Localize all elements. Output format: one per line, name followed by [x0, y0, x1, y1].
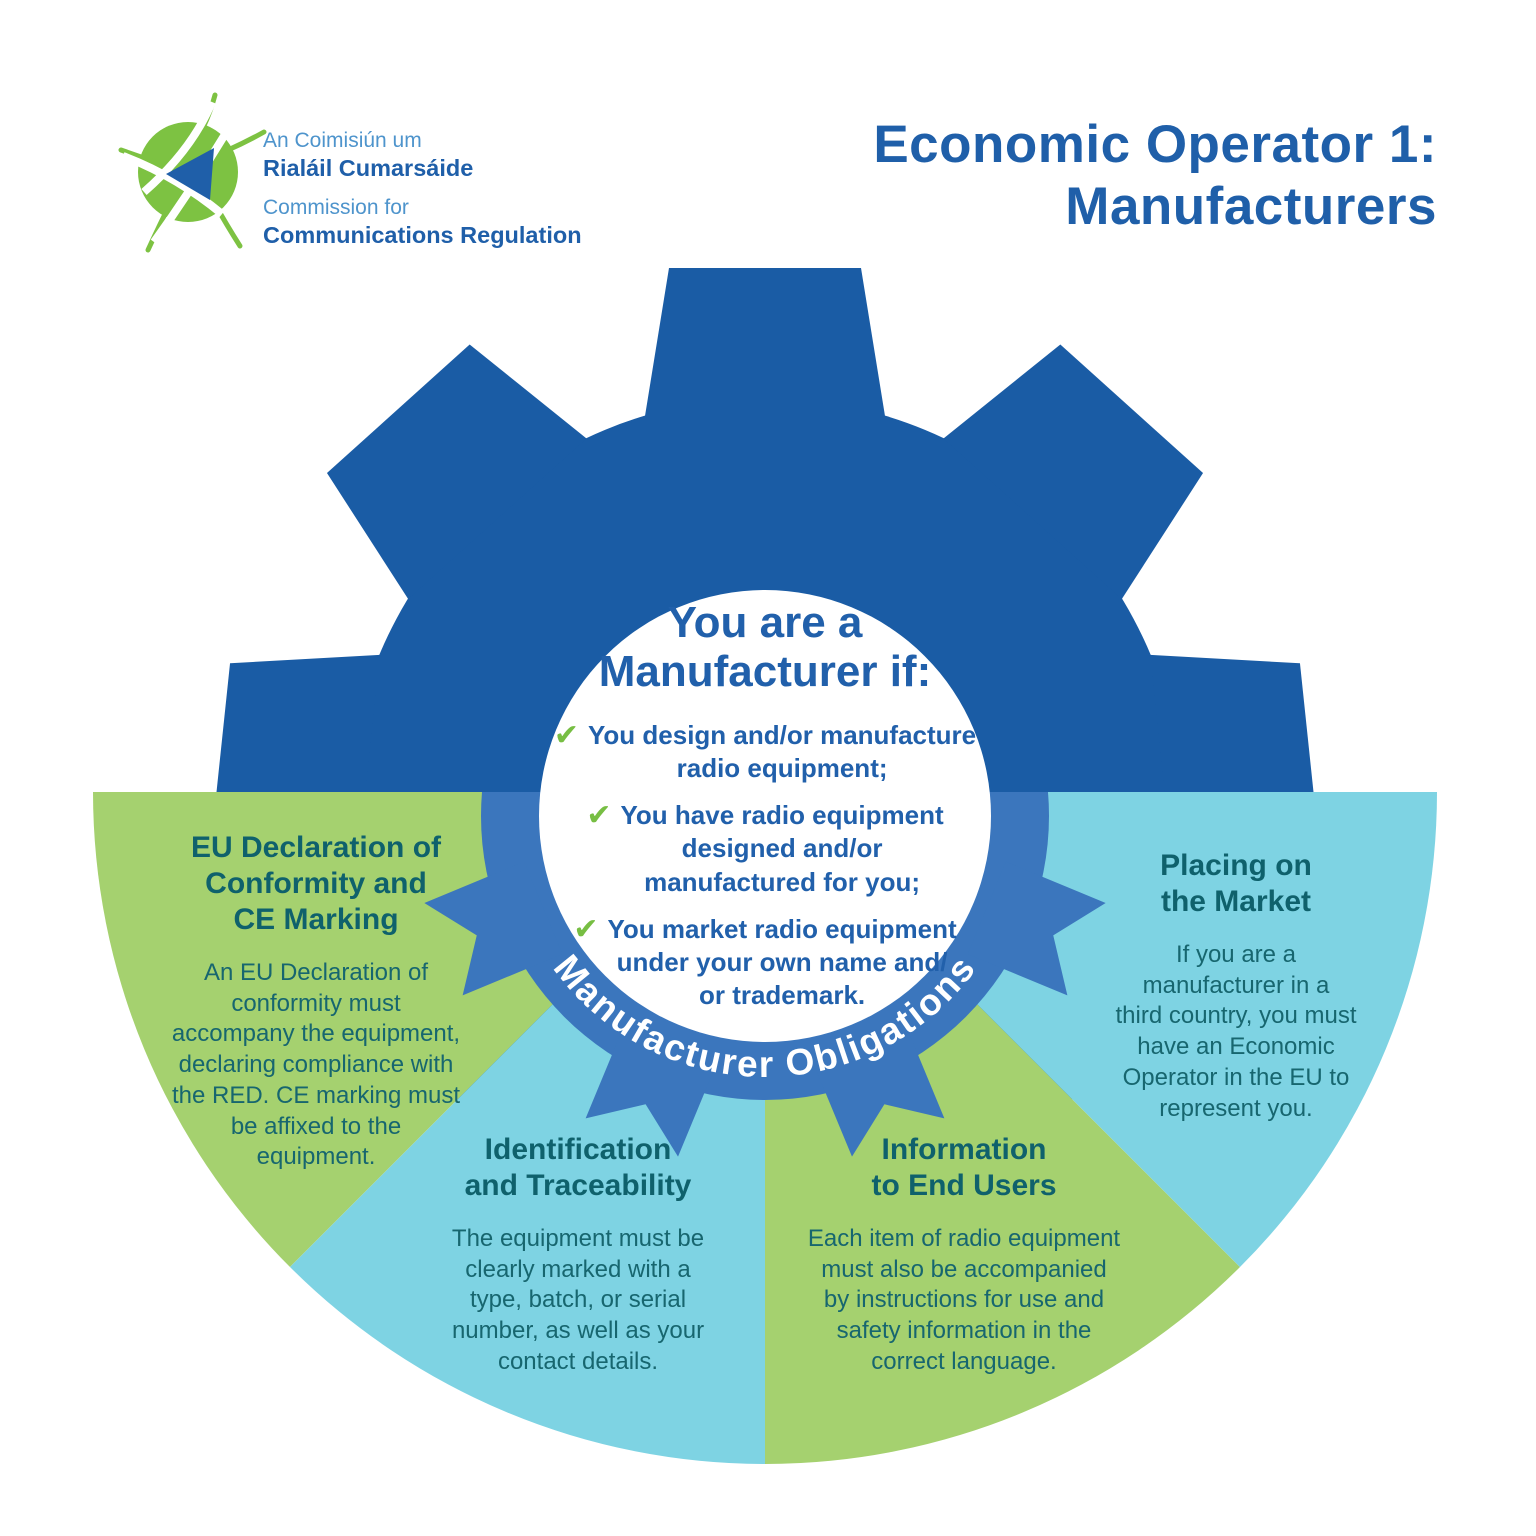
ring-pointer-icon: [810, 1018, 945, 1157]
segment-information: Information to End Users Each item of ra…: [790, 1132, 1138, 1378]
logo-triangle: [166, 148, 214, 200]
center-circle: [539, 590, 991, 1042]
check-icon: ✔: [586, 798, 612, 834]
list-item: ✔ You have radio equipment designed and/…: [543, 799, 987, 899]
segment-eu-declaration: EU Declaration of Conformity and CE Mark…: [146, 830, 486, 1173]
logo-wordmark: An Coimisiún um Rialáil Cumarsáide Commi…: [263, 128, 582, 250]
gear-tooth: [645, 268, 885, 416]
logo-line-english-1: Commission for: [263, 196, 409, 220]
segment-heading: Information to End Users: [871, 1133, 1057, 1202]
logo-swooshes: [121, 100, 228, 245]
segment-heading: Placing on the Market: [1160, 849, 1312, 918]
logo-line-irish-1: An Coimisiún um: [263, 129, 422, 152]
gear-tooth: [943, 344, 1204, 600]
center-heading: You are a Manufacturer if:: [598, 598, 932, 697]
page-title: Economic Operator 1: Manufacturers: [873, 115, 1437, 236]
logo-line-english-2: Communications Regulation: [263, 221, 582, 248]
segment-body: If you are a manufacturer in a third cou…: [1115, 941, 1357, 1122]
segment-body: An EU Declaration of conformity must acc…: [171, 959, 461, 1171]
segment-heading: Identification and Traceability: [464, 1133, 692, 1202]
segment-heading: EU Declaration of Conformity and CE Mark…: [190, 831, 442, 936]
ring-pointer-icon: [967, 861, 1106, 996]
check-icon: ✔: [553, 717, 579, 753]
list-item: ✔ You design and/or manufacture radio eq…: [543, 719, 987, 786]
criterion-text: You have radio equipment designed and/or…: [620, 800, 944, 897]
ring-pointer-icon: [585, 1018, 720, 1157]
logo-line-irish-2: Rialáil Cumarsáide: [263, 154, 474, 181]
segment-identification: Identification and Traceability The equi…: [406, 1132, 750, 1378]
manufacturer-criteria-list: ✔ You design and/or manufacture radio eq…: [543, 719, 987, 1013]
segment-body: The equipment must be clearly marked wit…: [451, 1225, 705, 1375]
center-content: You are a Manufacturer if: ✔ You design …: [543, 598, 987, 1027]
criterion-text: You market radio equipment under your ow…: [607, 913, 957, 1011]
segment-placing: Placing on the Market If you are a manuf…: [1086, 848, 1386, 1124]
criterion-text: You design and/or manufacture radio equi…: [588, 719, 977, 783]
check-icon: ✔: [573, 911, 599, 947]
gear-tooth: [326, 344, 587, 600]
list-item: ✔ You market radio equipment under your …: [543, 913, 987, 1013]
comreg-logo: [118, 92, 267, 253]
ring-pointer-icon: [424, 861, 563, 996]
segment-body: Each item of radio equipment must also b…: [807, 1225, 1121, 1375]
